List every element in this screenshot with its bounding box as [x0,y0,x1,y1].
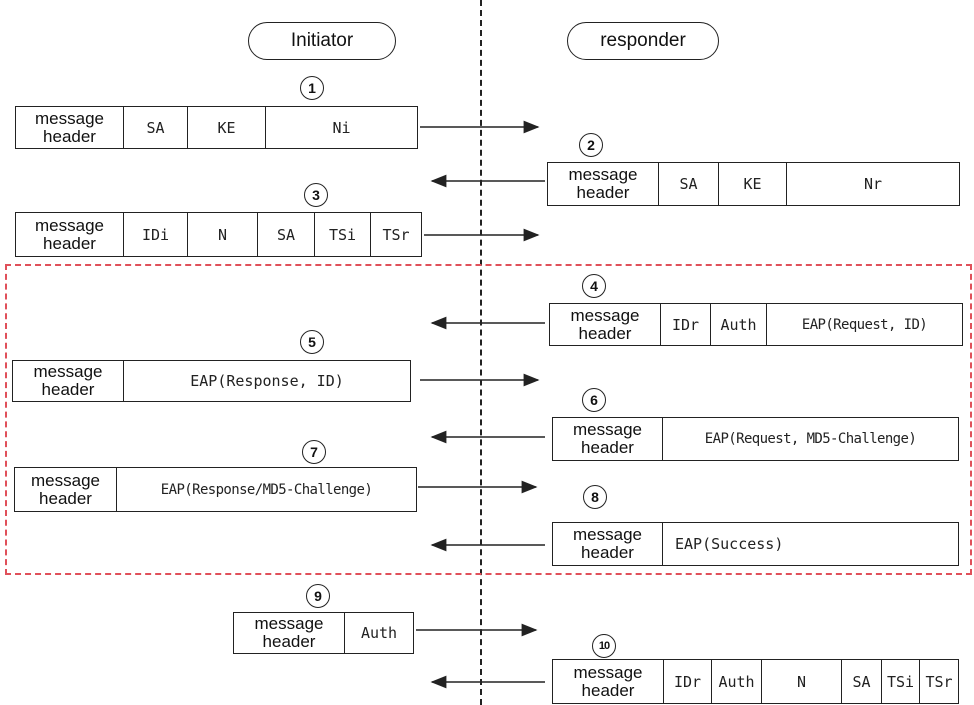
step-number-7: 7 [302,440,326,464]
step-number-3: 3 [304,183,328,207]
field-eap-response-id: EAP(Response, ID) [123,361,410,401]
field-idi: IDi [123,213,187,256]
field-eap-request-md5-challenge: EAP(Request, MD5-Challenge) [662,418,958,460]
field-auth: Auth [710,304,766,345]
eap-exchange-region [5,264,972,575]
step-number-8: 8 [583,485,607,509]
field-sa: SA [123,107,187,148]
field-ni: Ni [265,107,417,148]
step-number-5: 5 [300,330,324,354]
field-tsr: TSr [919,660,958,703]
field-sa: SA [658,163,718,205]
field-eap-success: EAP(Success) [662,523,958,565]
field-eap-request-id: EAP(Request, ID) [766,304,962,345]
field-auth: Auth [711,660,761,703]
step-number-9: 9 [306,584,330,608]
field-eap-response-md5-challenge: EAP(Response/MD5-Challenge) [116,468,416,511]
field-idr: IDr [663,660,711,703]
step-number-4: 4 [582,274,606,298]
initiator-label: Initiator [248,22,396,60]
step-number-6: 6 [582,388,606,412]
field-auth: Auth [344,613,413,653]
field-tsr: TSr [370,213,421,256]
field-sa: SA [841,660,881,703]
field-nr: Nr [786,163,959,205]
field-n: N [761,660,841,703]
field-tsi: TSi [881,660,919,703]
field-tsi: TSi [314,213,370,256]
step-number-2: 2 [579,133,603,157]
field-idr: IDr [660,304,710,345]
party-divider-line [480,0,482,705]
step-number-1: 1 [300,76,324,100]
field-ke: KE [187,107,265,148]
field-ke: KE [718,163,786,205]
field-n: N [187,213,257,256]
field-sa: SA [257,213,314,256]
step-number-10: 10 [592,634,616,658]
responder-label: responder [567,22,719,60]
